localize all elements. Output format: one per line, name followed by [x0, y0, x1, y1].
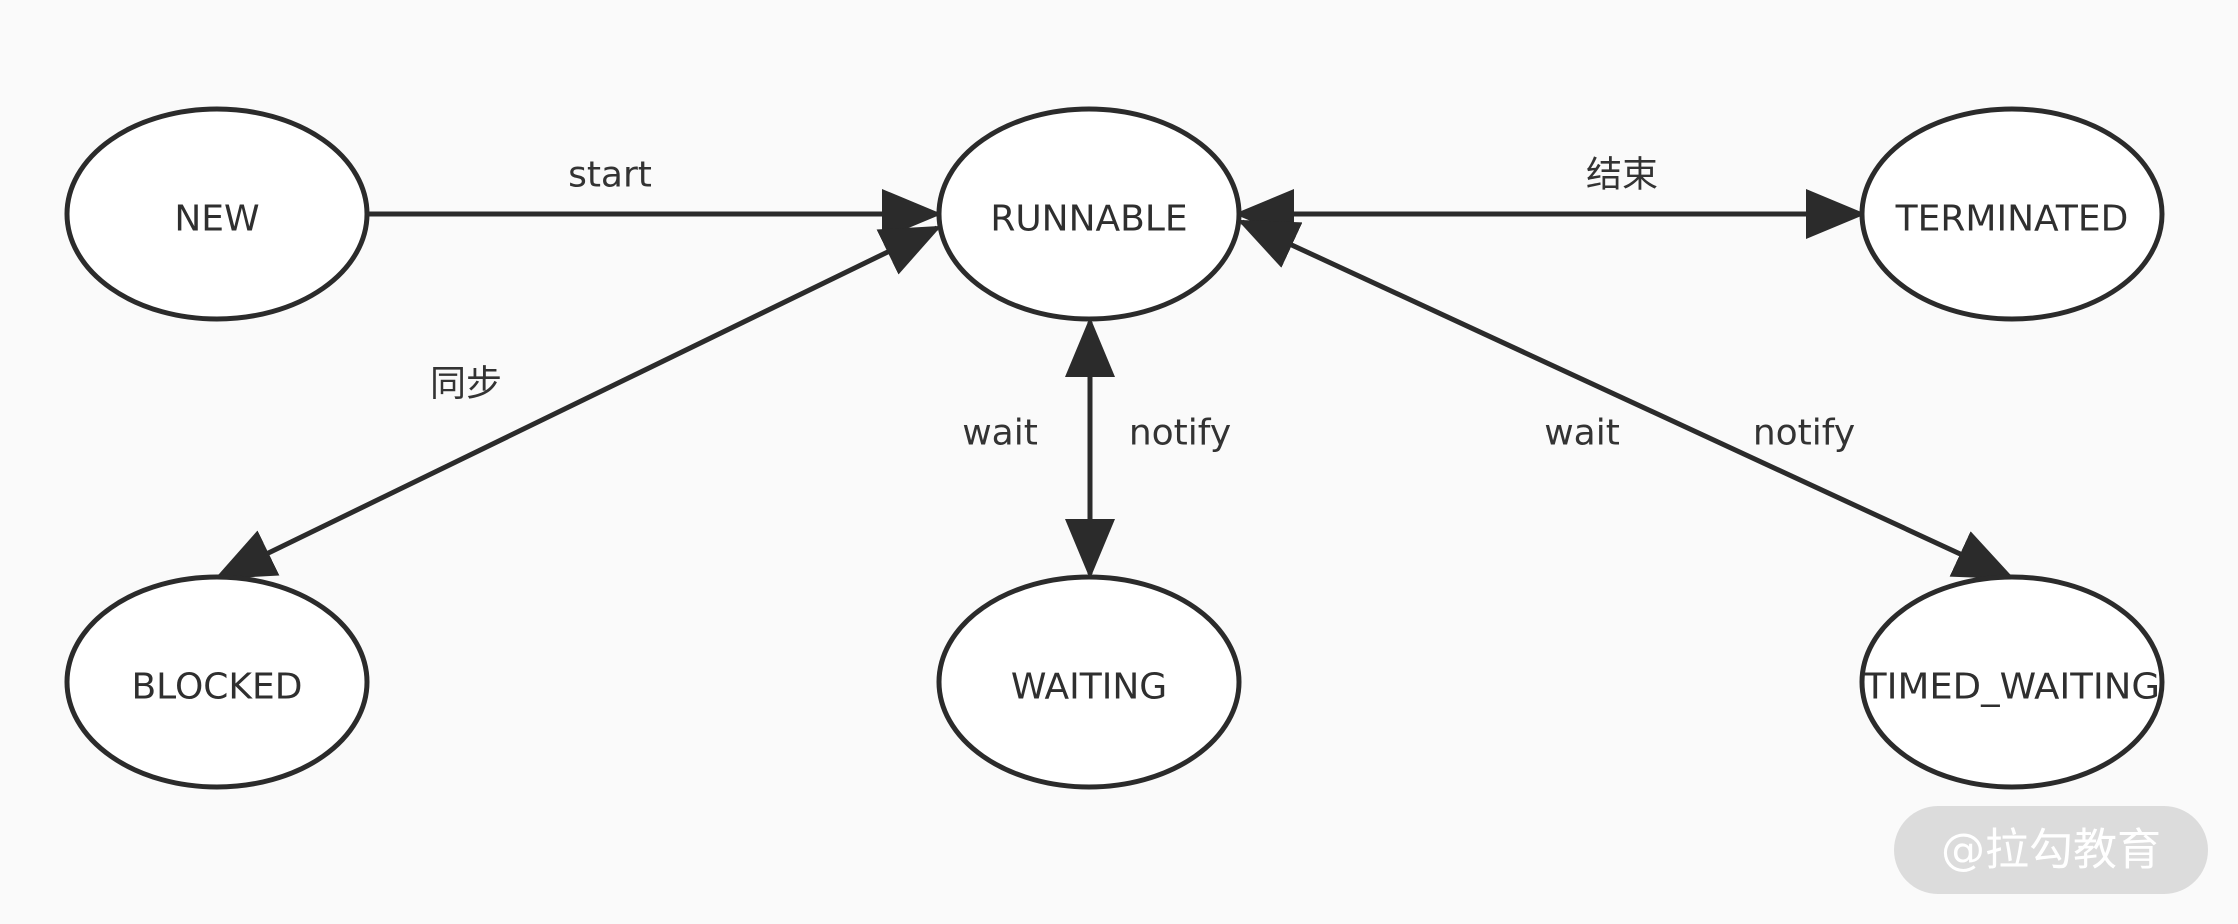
node-terminated-label: TERMINATED [1895, 199, 2129, 240]
edge-timed-waiting-wait-label: wait [1544, 413, 1620, 454]
edge-sync: 同步 [214, 225, 942, 580]
node-runnable-label: RUNNABLE [990, 199, 1187, 240]
watermark: @拉勾教育 [1894, 806, 2208, 894]
edge-start-label: start [568, 155, 652, 196]
node-waiting-label: WAITING [1011, 667, 1167, 708]
node-timed-waiting-label: TIMED_WAITING [1863, 667, 2160, 708]
edge-sync-label: 同步 [430, 364, 502, 405]
node-runnable-shape [936, 106, 1242, 322]
edge-timed-waiting-notify-label: notify [1753, 413, 1855, 454]
node-new: NEW [64, 106, 370, 322]
node-blocked: BLOCKED [64, 574, 370, 790]
edge-timed-waiting: wait notify [1237, 219, 2015, 580]
edge-waiting-notify-label: notify [1129, 413, 1231, 454]
watermark-background [1894, 806, 2208, 894]
node-runnable: RUNNABLE [936, 106, 1242, 322]
node-new-shape [64, 106, 370, 322]
node-timed-waiting-shape [1859, 574, 2165, 790]
node-blocked-label: BLOCKED [131, 667, 302, 708]
edge-waiting-wait-label: wait [962, 413, 1038, 454]
edge-start: start [367, 155, 942, 239]
node-waiting-shape [936, 574, 1242, 790]
node-terminated-shape [1859, 106, 2165, 322]
node-new-label: NEW [174, 199, 259, 240]
edge-end-label: 结束 [1586, 155, 1658, 196]
edge-end: 结束 [1234, 155, 1866, 239]
node-timed-waiting: TIMED_WAITING [1859, 574, 2165, 790]
edge-timed-waiting-line [1237, 219, 2015, 580]
edge-waiting: wait notify [962, 317, 1231, 579]
edge-sync-line [214, 225, 942, 580]
watermark-text: @拉勾教育 [1941, 825, 2161, 876]
node-terminated: TERMINATED [1859, 106, 2165, 322]
node-blocked-shape [64, 574, 370, 790]
node-waiting: WAITING [936, 574, 1242, 790]
